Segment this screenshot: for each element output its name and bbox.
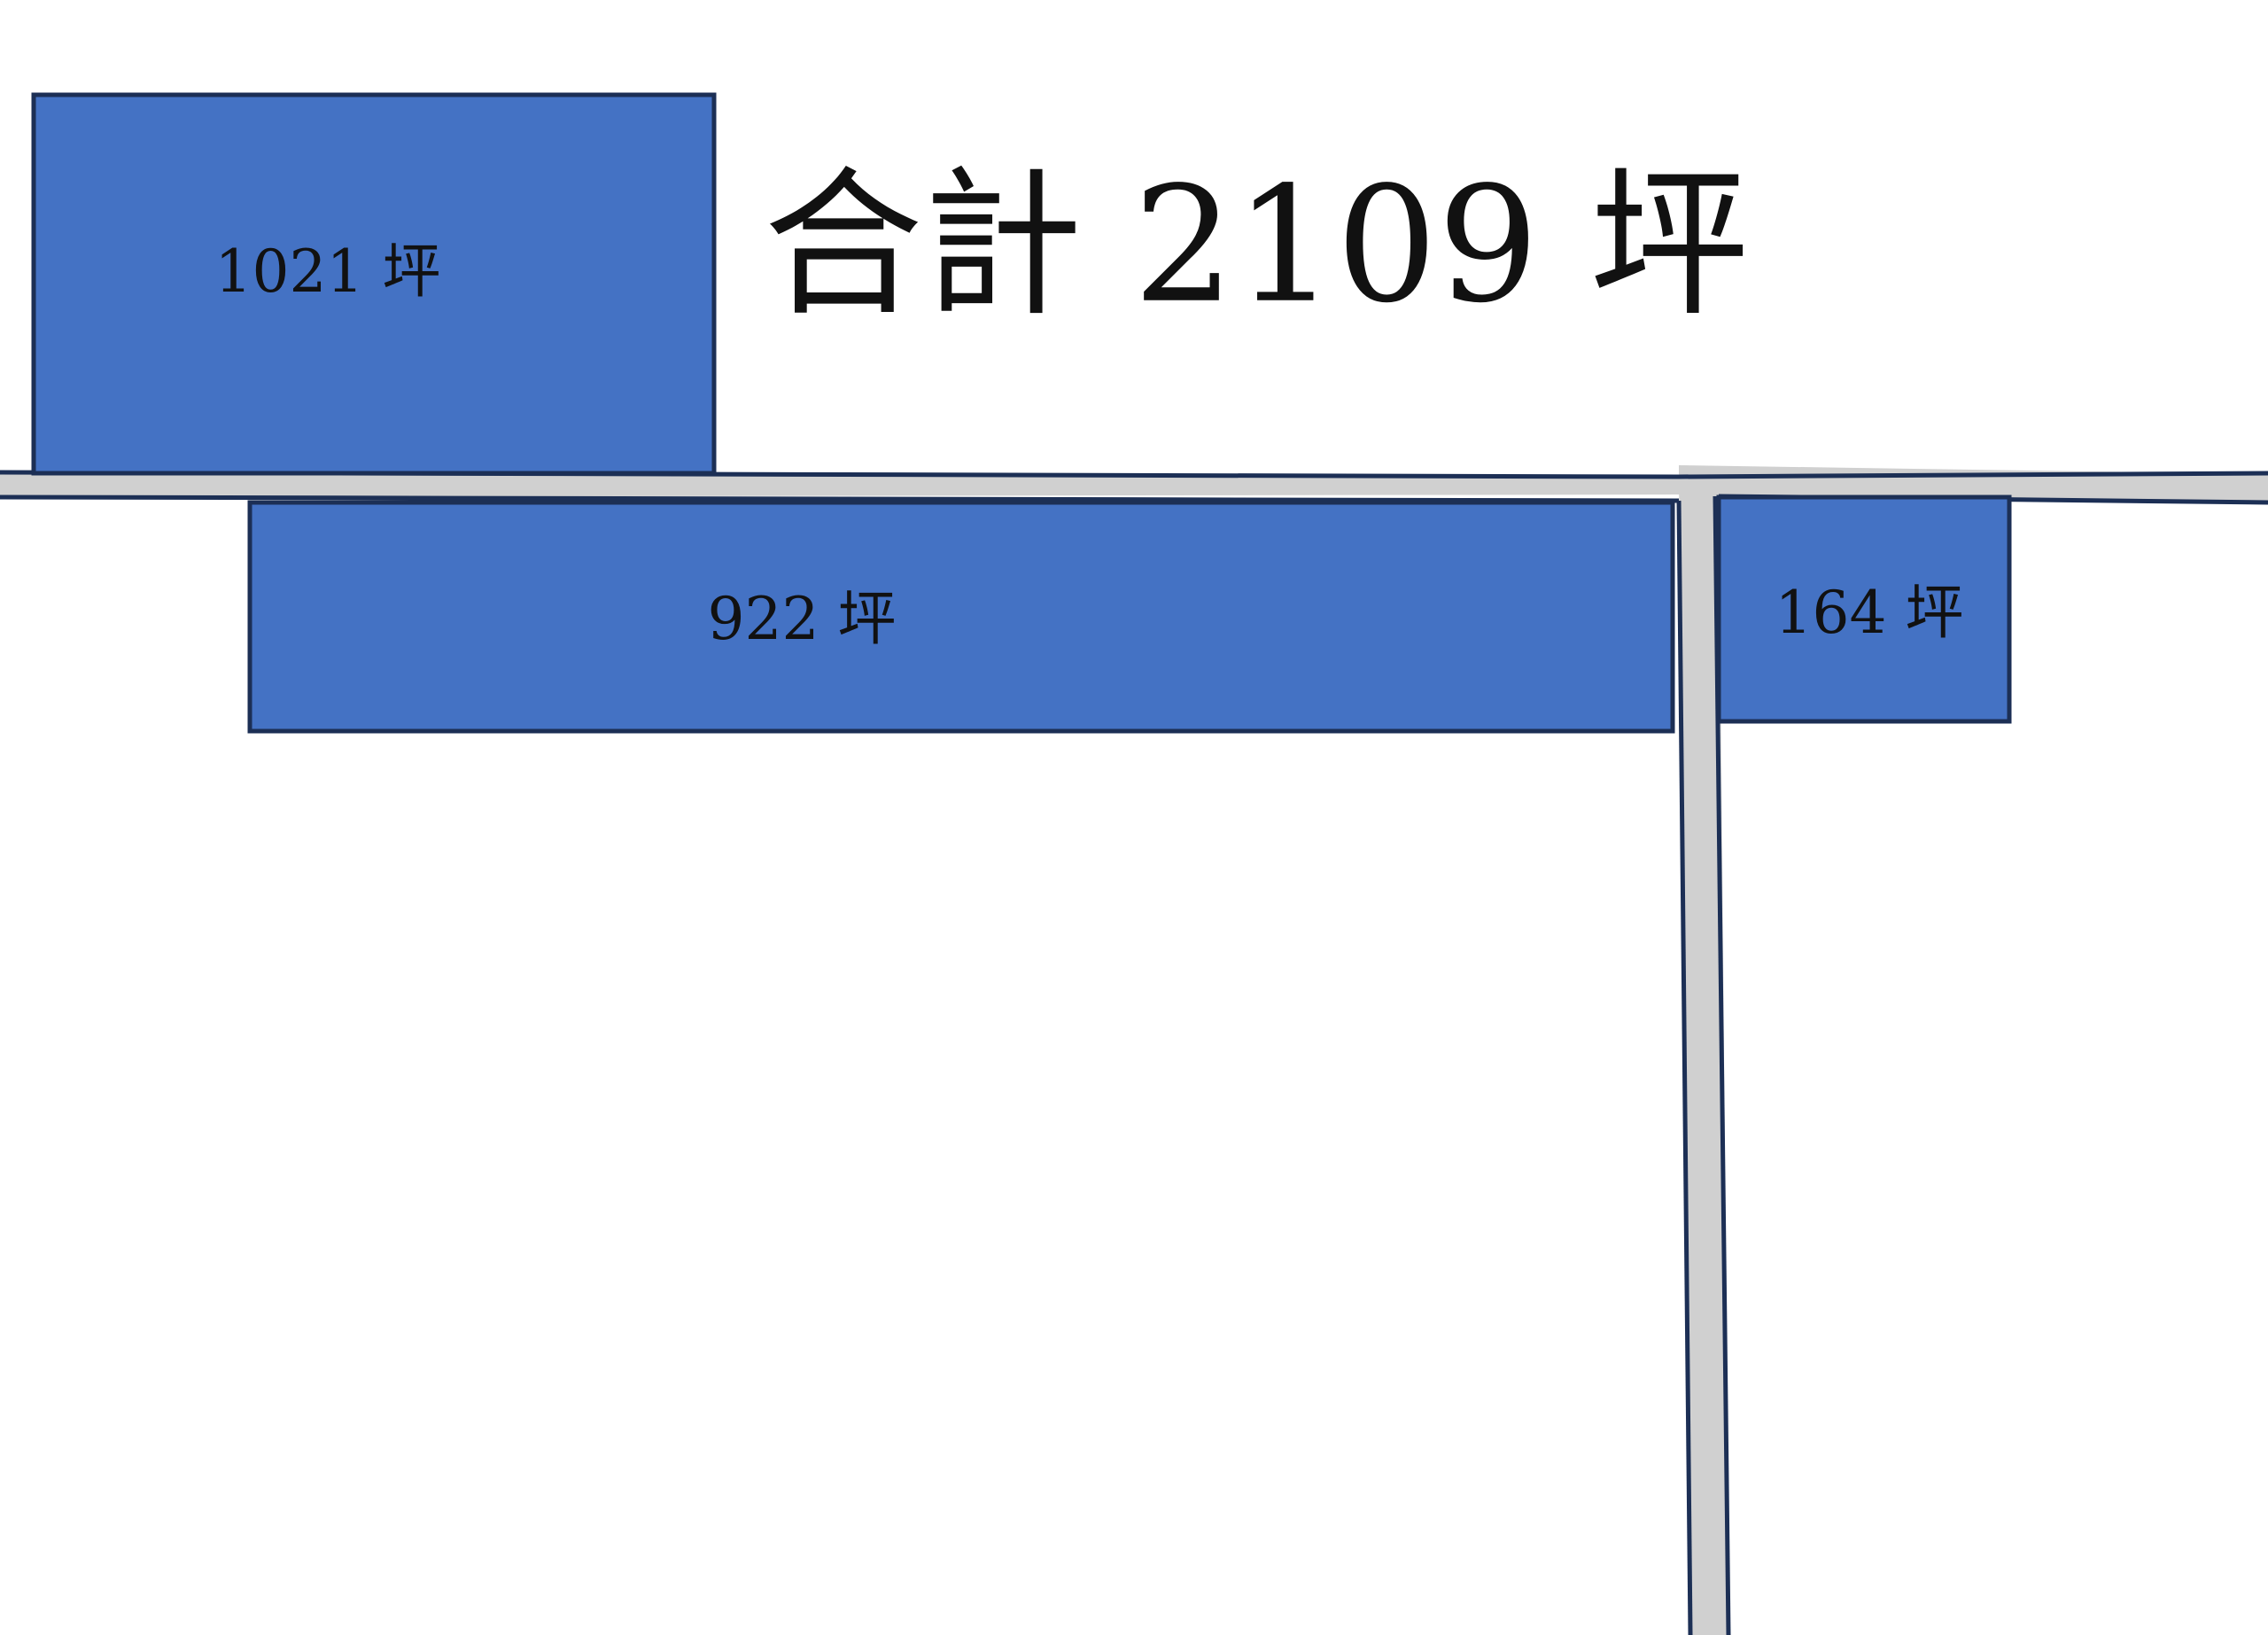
lot-label-922: 922 坪 — [708, 585, 897, 653]
road-edge-top-right — [1678, 471, 2268, 479]
lot-label-164: 164 坪 — [1775, 579, 1964, 647]
lot-1021 — [31, 92, 717, 476]
road-edge-bottom-left — [0, 494, 1680, 503]
vertical-road-edge-left — [1676, 500, 1693, 1635]
total-area-title: 合計 2109 坪 — [764, 153, 1750, 339]
lot-922 — [247, 500, 1675, 734]
lot-label-1021: 1021 坪 — [215, 237, 441, 306]
lot-164 — [1716, 494, 2012, 724]
